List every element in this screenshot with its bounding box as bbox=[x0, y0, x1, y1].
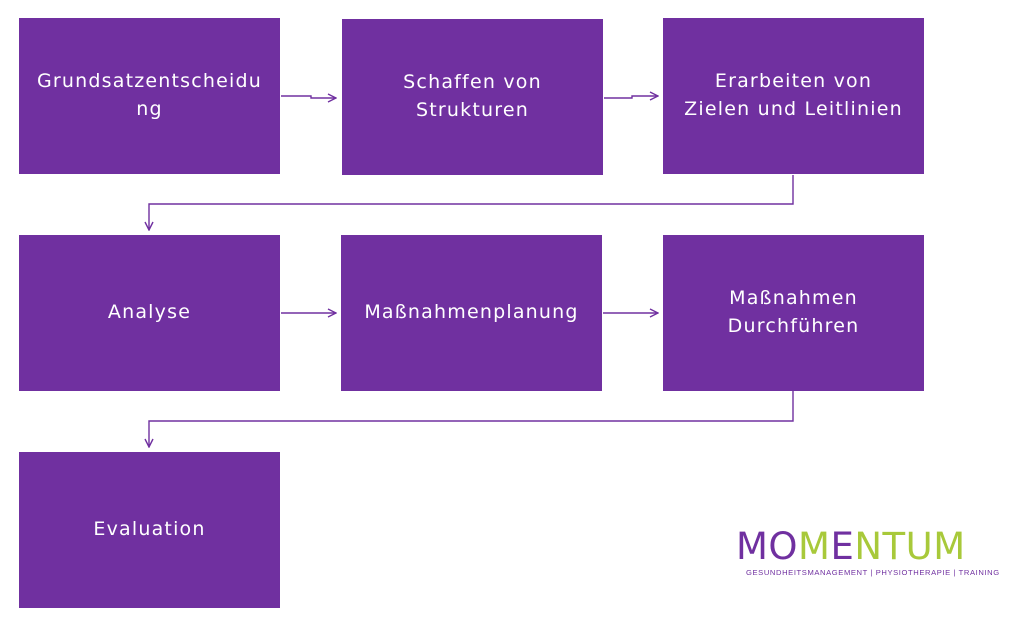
logo-wordmark: MOMENTUM bbox=[736, 528, 966, 565]
box-schaffen-von-strukturen-label: Schaffen von Strukturen bbox=[403, 71, 542, 121]
logo-part-mo: MO bbox=[736, 525, 799, 568]
box-analyse: Analyse bbox=[19, 235, 280, 391]
momentum-logo: MOMENTUM GESUNDHEITSMANAGEMENT | PHYSIOT… bbox=[736, 528, 1006, 580]
edge-ziele-analyse bbox=[149, 175, 794, 230]
logo-part-m: M bbox=[798, 525, 831, 568]
box-schaffen-von-strukturen: Schaffen von Strukturen bbox=[342, 19, 603, 175]
box-analyse-label: Analyse bbox=[107, 301, 192, 324]
box-evaluation: Evaluation bbox=[19, 452, 280, 608]
box-grundsatzentscheidung-label: Grundsatzentscheidu ng bbox=[36, 70, 263, 120]
box-grundsatzentscheidung: Grundsatzentscheidu ng bbox=[19, 18, 280, 174]
box-erarbeiten-von-zielen-label: Erarbeiten von Zielen und Leitlinien bbox=[684, 70, 903, 120]
box-massnahmenplanung-label: Maßnahmenplanung bbox=[364, 301, 579, 324]
logo-part-ntum: NTUM bbox=[854, 525, 966, 568]
edge-durchfuehren-evaluation bbox=[149, 391, 794, 447]
logo-part-e: E bbox=[830, 525, 855, 568]
edge-grundsatz-strukturen bbox=[281, 96, 336, 98]
box-evaluation-label: Evaluation bbox=[93, 518, 206, 541]
box-massnahmen-durchfuehren: Maßnahmen Durchführen bbox=[663, 235, 924, 391]
box-massnahmen-durchfuehren-label: Maßnahmen Durchführen bbox=[727, 287, 860, 337]
edge-strukturen-ziele bbox=[604, 96, 658, 98]
box-erarbeiten-von-zielen: Erarbeiten von Zielen und Leitlinien bbox=[663, 18, 924, 174]
logo-tagline: GESUNDHEITSMANAGEMENT | PHYSIOTHERAPIE |… bbox=[746, 568, 1000, 577]
box-massnahmenplanung: Maßnahmenplanung bbox=[341, 235, 602, 391]
